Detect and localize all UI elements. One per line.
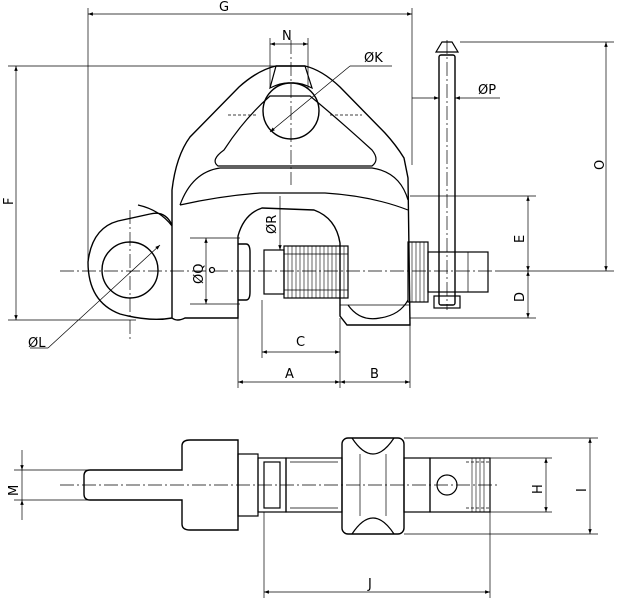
collar-ring-inner xyxy=(263,461,281,509)
screw-tip xyxy=(263,249,285,295)
nut-thread-lines xyxy=(411,242,425,302)
label-N: N xyxy=(282,29,292,44)
label-L: ØL xyxy=(28,336,46,351)
dimension-C: C xyxy=(261,300,341,388)
pin-section-hatch xyxy=(269,65,314,90)
shackle-body-outline xyxy=(171,65,411,326)
head-top xyxy=(429,457,491,513)
handle-bar xyxy=(438,54,456,306)
dimension-B: B xyxy=(340,325,411,388)
set-pin xyxy=(208,266,216,274)
dimension-G: G xyxy=(87,0,413,260)
eye-hole-circle xyxy=(101,241,159,299)
dimension-N: N xyxy=(269,29,309,88)
label-F: F xyxy=(2,198,17,205)
label-H: H xyxy=(531,484,546,494)
dimension-A: A xyxy=(237,318,340,388)
body-contour-inner xyxy=(179,192,409,211)
handle-cap-bottom xyxy=(433,295,461,309)
dimension-D: D xyxy=(410,271,536,319)
eye-lug-shoulder xyxy=(137,204,173,227)
dimension-K: ØK xyxy=(269,51,392,133)
label-D: D xyxy=(513,292,528,302)
dimension-H: H xyxy=(490,457,552,513)
dimension-I: I xyxy=(404,437,598,535)
label-C: C xyxy=(296,335,305,350)
jaw-roller xyxy=(347,299,409,320)
handle-cap-top xyxy=(434,41,460,53)
roller-curve-bottom xyxy=(351,517,395,535)
label-E: E xyxy=(513,235,528,243)
jaw-pad xyxy=(238,243,251,301)
dimension-Q: ØQ xyxy=(190,237,240,305)
body-contour xyxy=(179,167,409,206)
eye-lug-outline xyxy=(87,212,173,321)
label-J: J xyxy=(367,577,372,592)
label-R: ØR xyxy=(265,215,280,234)
dimension-E: E xyxy=(410,195,536,271)
label-Q: ØQ xyxy=(192,264,207,284)
label-O: O xyxy=(593,160,608,170)
screw-nut xyxy=(407,241,429,303)
label-B: B xyxy=(370,367,379,382)
roller-body-top xyxy=(341,437,405,535)
handle-hole xyxy=(436,474,458,496)
dimension-R: ØR xyxy=(265,196,282,250)
label-I: I xyxy=(575,488,590,492)
screw-head xyxy=(427,251,489,293)
screw-thread-lines xyxy=(287,246,345,298)
label-A: A xyxy=(285,367,294,382)
dimension-M: M xyxy=(7,450,90,520)
label-P: ØP xyxy=(478,83,496,98)
label-G: G xyxy=(219,0,229,15)
top-view xyxy=(60,437,500,535)
dimension-J: J xyxy=(263,512,491,598)
head-knurl xyxy=(466,458,490,512)
label-K: ØK xyxy=(364,51,383,66)
dimension-O: O xyxy=(460,41,614,272)
roller-curve-top xyxy=(351,437,395,455)
dimension-F: F xyxy=(2,65,276,321)
dimension-L: ØL xyxy=(28,244,161,351)
handle-bar-top xyxy=(83,439,239,531)
dimension-P: ØP xyxy=(412,83,500,100)
label-M: M xyxy=(7,485,22,496)
shackle-inner-opening xyxy=(214,95,377,167)
front-view xyxy=(60,40,495,340)
